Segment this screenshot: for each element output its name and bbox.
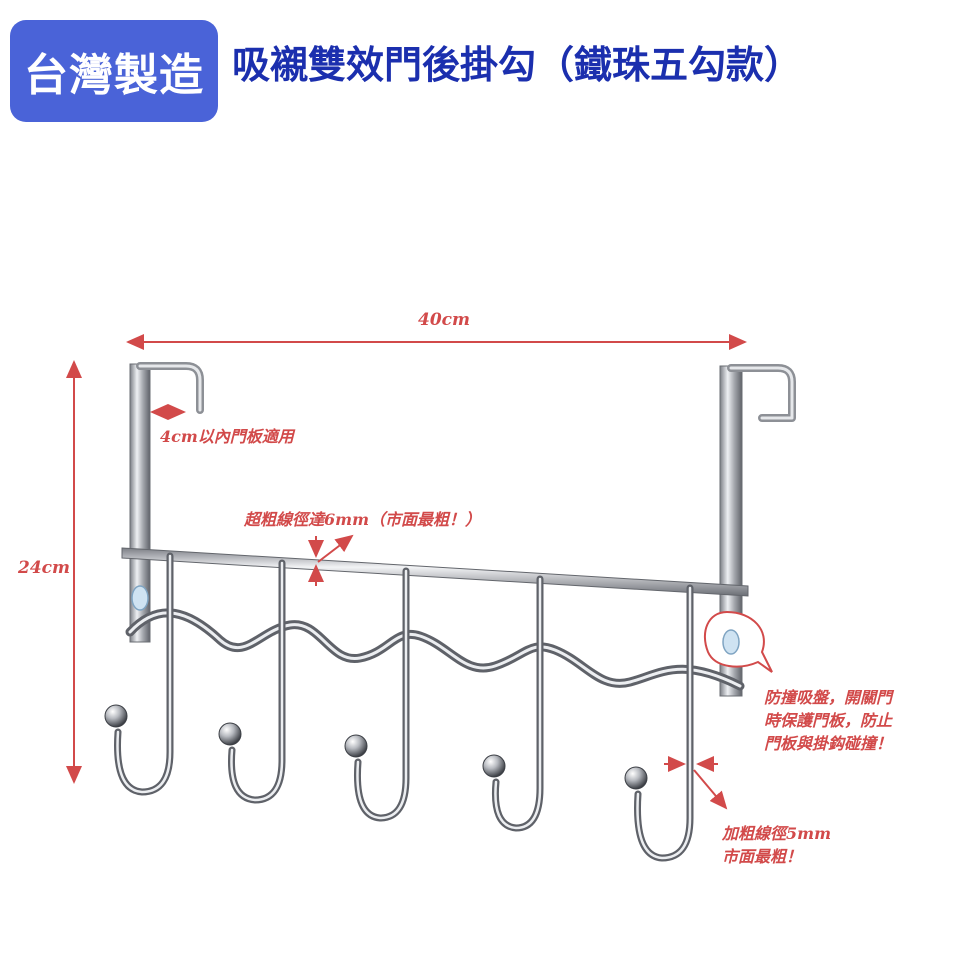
suction-note-line-2: 時保護門板，防止 [764,711,893,731]
hook-ball-tip [218,722,242,746]
suction-note-line-1: 防撞吸盤，開關門 [764,688,893,707]
height-label: 24cm [18,558,70,578]
hook-wire [494,577,542,830]
door-thickness-label: 4cm以內門板適用 [160,427,294,446]
hook-1 [104,552,174,796]
product-title: 吸襯雙效門後掛勾（鐵珠五勾款） [232,43,803,87]
hook-wire [227,559,286,804]
suction-cup-note: 防撞吸盤，開關門 時保護門板，防止 門板與掛鈎碰撞！ [764,686,892,756]
top-rod [121,547,749,597]
left-suction-cup [131,585,149,611]
suction-note-line-3: 門板與掛鈎碰撞！ [764,734,893,754]
hook-4 [482,575,544,832]
hook-3 [344,567,410,822]
hook-ball-tip [104,704,128,728]
top-wire-label: 超粗線徑達6mm（市面最粗！） [244,510,481,529]
top-wire-arrows [308,534,354,586]
hook-wire [634,584,694,862]
hook-wire-note: 加粗線徑5mm 市面最粗！ [722,822,831,868]
left-door-bracket [129,362,204,643]
hook-5 [624,584,694,862]
made-in-taiwan-badge: 台灣製造 [10,20,218,122]
hook-wire-line-2: 市面最粗！ [722,847,803,867]
wavy-rod [125,608,745,691]
hook-wire-line-1: 加粗線徑5mm [722,824,831,843]
hook-wire [356,569,408,820]
hook-wire [230,561,284,802]
hook-ball-tip [344,734,368,758]
hook-ball-tip [624,766,648,790]
hook-2 [218,559,286,804]
hook-wire [353,567,410,822]
hook-ball-tip [482,754,506,778]
right-suction-cup [703,610,773,673]
badge-label: 台灣製造 [24,50,204,101]
hook-wire-arrows [664,756,728,810]
width-label: 40cm [418,310,470,330]
hook-wire [116,554,172,794]
hook-wire [636,586,692,860]
hooks-group [104,552,694,862]
hook-wire [491,575,544,832]
